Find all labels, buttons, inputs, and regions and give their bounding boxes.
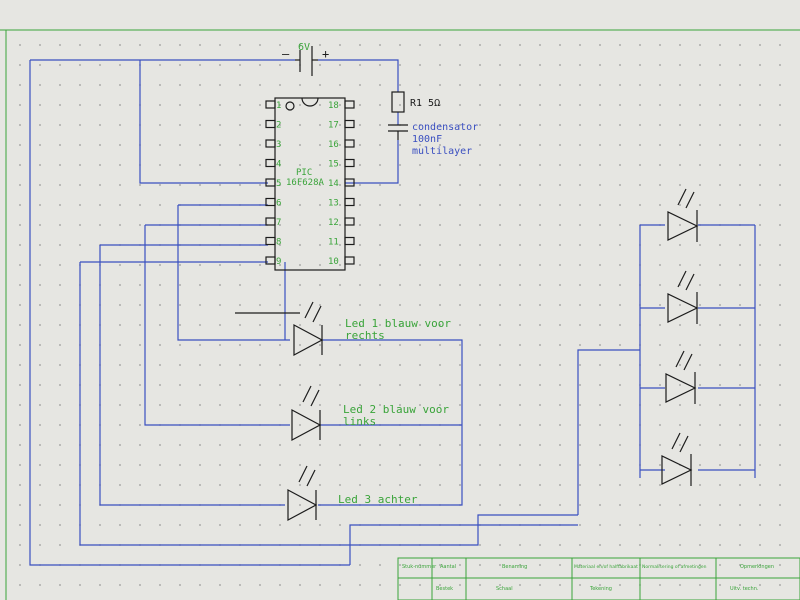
ic-pin-label-13: 13	[328, 199, 339, 209]
led-bank-right[interactable]	[661, 188, 699, 486]
wires	[29, 59, 756, 566]
led-bank-led-4[interactable]	[661, 432, 693, 486]
led-3-label: Led 3 achter	[338, 493, 418, 506]
tb-cell-2: Benaming	[502, 564, 527, 570]
ic-pin-3	[265, 139, 276, 148]
led-bank-led-2[interactable]	[667, 270, 699, 324]
ic-pin-6	[265, 197, 276, 207]
capacitor[interactable]: condensator 100nF multilayer	[388, 122, 478, 157]
led-2-label-line2: links	[343, 415, 376, 428]
ic-pin-16	[344, 139, 355, 148]
ic-pin-label-4: 4	[276, 160, 281, 170]
tb-cell-5: Opmerkingen	[740, 564, 774, 570]
ic-pin-18	[344, 100, 355, 109]
ic-pin-label-15: 15	[328, 160, 339, 170]
ic-pin-15	[344, 158, 355, 168]
ic-pins-right: 18 17 16 15 14 13 12 11 10	[328, 100, 355, 267]
ic-pin-label-8: 8	[276, 238, 281, 248]
tb-cell-0: Stuk-nummer	[402, 564, 437, 570]
led-3[interactable]: Led 3 achter	[287, 465, 418, 522]
ic-pin-label-5: 5	[276, 179, 281, 189]
ic-pin-17	[344, 119, 355, 129]
tb-cell-3: Materiaal en/of halffabrikaat	[574, 564, 638, 570]
led-1[interactable]: Led 1 blauw voor rechts	[293, 301, 451, 357]
led-bank-led-1[interactable]	[667, 188, 699, 242]
led-1-label-line2: rechts	[345, 329, 385, 342]
ic-pin-13	[344, 197, 355, 207]
resistor-r1[interactable]: R1 5Ω	[391, 91, 440, 113]
ic-pin-label-16: 16	[328, 140, 339, 150]
ic-label-line1: PIC	[296, 168, 312, 178]
ic-pin-label-1: 1	[276, 101, 281, 111]
ic-pin-2	[265, 119, 276, 129]
led-1-label-line1: Led 1 blauw voor	[345, 317, 451, 330]
ic-pin-label-12: 12	[328, 218, 339, 228]
tb-sub-0: Bestek	[436, 586, 453, 592]
battery-minus-label: –	[282, 47, 290, 61]
led-bank-led-3[interactable]	[665, 350, 697, 404]
ic-pin-14	[344, 178, 355, 187]
ic-pin-10	[344, 256, 355, 265]
capacitor-label-line2: 100nF	[412, 134, 442, 145]
led-2[interactable]: Led 2 blauw voor links	[291, 385, 449, 442]
tb-sub-1: Schaal	[496, 586, 513, 592]
ic-label-line2: 16F628A	[286, 178, 325, 188]
ic-pin-label-17: 17	[328, 121, 339, 131]
ic-pin-label-18: 18	[328, 101, 339, 111]
ic-pin-label-3: 3	[276, 140, 281, 150]
ic-pin-8	[265, 236, 276, 246]
tb-cell-4: Normalisering of afmetingen	[642, 564, 707, 570]
ic-pin-5	[265, 178, 276, 187]
battery-label: 6V	[298, 42, 310, 53]
ic-pin-1	[265, 100, 276, 109]
ic-pin-4	[265, 158, 276, 168]
capacitor-label-line3: multilayer	[412, 146, 472, 157]
ic-pin-label-14: 14	[328, 179, 339, 189]
ic-pin-label-10: 10	[328, 257, 339, 267]
resistor-label: R1 5Ω	[410, 98, 440, 109]
ic-pin-label-9: 9	[276, 257, 281, 267]
tb-cell-1: Aantal	[440, 564, 456, 570]
capacitor-label-line1: condensator	[412, 122, 478, 133]
battery-plus-label: +	[322, 47, 329, 61]
ic-pin-label-2: 2	[276, 121, 281, 131]
ic-pin-12	[344, 217, 355, 226]
ic-pin-label-6: 6	[276, 199, 281, 209]
ic-pins-left: 1 2 3 4 5 6 7 8 9	[265, 100, 281, 267]
ic-pin-7	[265, 217, 276, 226]
led-2-label-line1: Led 2 blauw voor	[343, 403, 449, 416]
ic-pin-11	[344, 236, 355, 246]
tb-sub-2: Tekening	[589, 586, 612, 592]
tb-sub-3: Uitv. techn.	[730, 586, 759, 592]
ic-pin-label-11: 11	[328, 238, 339, 248]
ic-pin-9	[265, 256, 276, 265]
ic-pin-label-7: 7	[276, 218, 281, 228]
battery-6v[interactable]: – + 6V	[282, 42, 329, 76]
title-block: Stuk-nummer Aantal Benaming Materiaal en…	[397, 557, 800, 600]
